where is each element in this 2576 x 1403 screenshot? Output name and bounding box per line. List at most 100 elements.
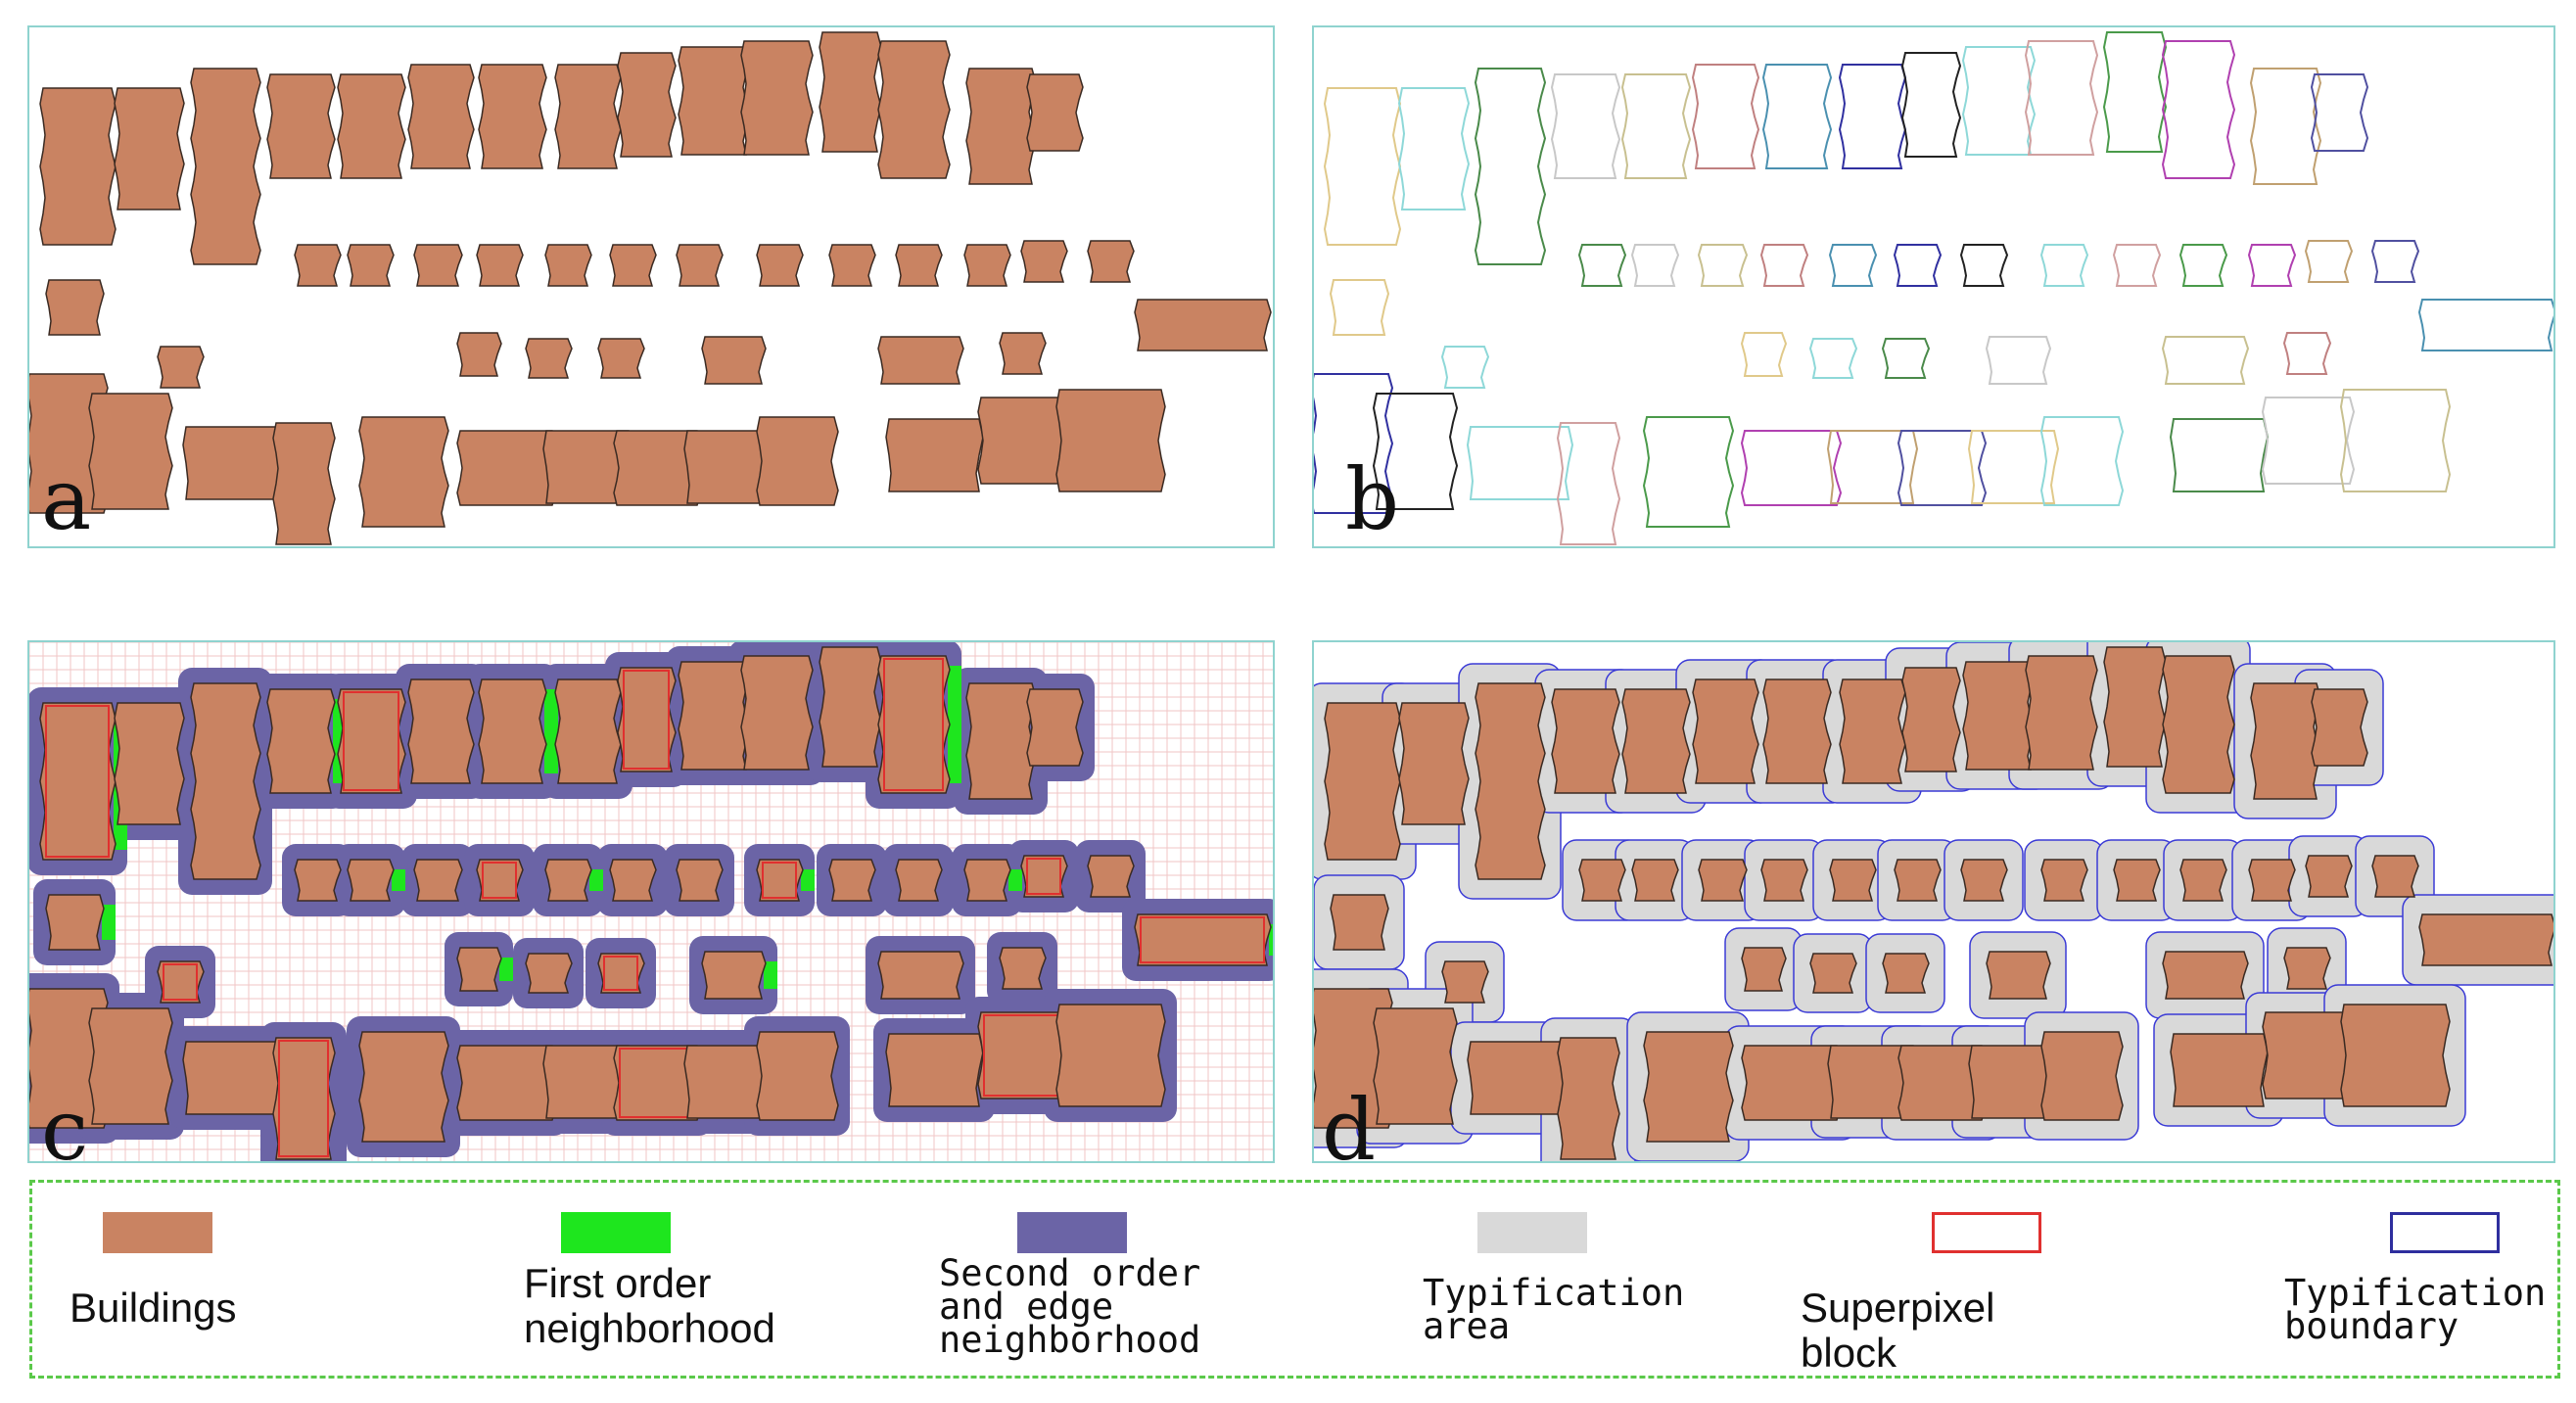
- panel-b: b: [1312, 25, 2555, 548]
- building: [2169, 418, 2270, 492]
- legend-swatch-typification-boundary: [2390, 1212, 2500, 1253]
- first-order-neighborhood: [102, 905, 116, 940]
- building: [2025, 655, 2098, 771]
- building: [2103, 646, 2167, 768]
- building: [1026, 688, 1084, 767]
- building: [1741, 947, 1787, 992]
- building: [1087, 240, 1135, 283]
- building: [1893, 244, 1943, 287]
- legend-swatch-superpixel-block: [1932, 1212, 2041, 1253]
- building: [2248, 859, 2296, 902]
- building: [1740, 430, 1843, 506]
- building: [740, 655, 814, 771]
- building: [1643, 1031, 1734, 1143]
- building: [1475, 682, 1546, 880]
- building: [1323, 87, 1402, 246]
- legend-label-first-order: First order neighborhood: [524, 1260, 775, 1351]
- building: [819, 646, 882, 768]
- building: [1551, 688, 1620, 794]
- building: [701, 336, 767, 385]
- panel-a-label: a: [41, 451, 92, 548]
- typification-boundary: [1944, 839, 2024, 921]
- building: [407, 64, 475, 169]
- building: [157, 960, 205, 1004]
- building: [182, 1041, 289, 1115]
- building: [877, 336, 964, 385]
- superpixel-block: [343, 691, 399, 791]
- building: [45, 279, 105, 336]
- building: [2310, 73, 2369, 152]
- building: [478, 64, 547, 169]
- building: [1642, 416, 1735, 528]
- building: [413, 244, 463, 287]
- building: [597, 338, 645, 379]
- building: [478, 678, 547, 784]
- panel-a: a: [27, 25, 1275, 548]
- building: [1134, 913, 1272, 966]
- building: [617, 667, 677, 772]
- building: [525, 953, 573, 994]
- building: [114, 87, 185, 210]
- building: [1087, 855, 1135, 898]
- building: [88, 393, 173, 510]
- building: [1741, 1045, 1842, 1121]
- building: [1134, 299, 1272, 351]
- building: [1330, 894, 1389, 951]
- building: [2247, 244, 2297, 287]
- building: [2102, 31, 2168, 153]
- building: [756, 1031, 839, 1121]
- building: [1441, 960, 1489, 1004]
- building: [819, 31, 882, 153]
- building: [1839, 678, 1906, 784]
- building: [2112, 244, 2162, 287]
- first-order-neighborhood: [589, 869, 603, 891]
- building: [2262, 1011, 2355, 1099]
- building: [1762, 678, 1832, 784]
- first-order-neighborhood: [948, 666, 961, 783]
- building: [1621, 688, 1691, 794]
- building: [337, 73, 406, 179]
- building: [2340, 1004, 2451, 1107]
- building: [678, 661, 751, 771]
- building: [347, 859, 395, 902]
- building: [544, 859, 592, 902]
- superpixel-block: [163, 963, 198, 1001]
- building: [272, 1037, 336, 1160]
- building: [2039, 416, 2125, 506]
- building: [39, 87, 117, 246]
- building: [1440, 346, 1490, 389]
- building: [2370, 240, 2420, 283]
- first-order-neighborhood: [801, 869, 815, 891]
- building: [358, 416, 449, 528]
- building: [182, 426, 289, 500]
- building: [1372, 393, 1459, 510]
- building: [1760, 859, 1808, 902]
- building: [2371, 855, 2419, 898]
- building: [895, 859, 943, 902]
- building: [2339, 389, 2452, 492]
- building: [597, 953, 645, 994]
- superpixel-block: [278, 1040, 329, 1157]
- building: [2250, 682, 2321, 800]
- building: [1698, 859, 1748, 902]
- building: [1960, 859, 2008, 902]
- building: [2040, 859, 2088, 902]
- building: [1894, 859, 1942, 902]
- building: [999, 332, 1047, 375]
- building: [1620, 73, 1692, 179]
- legend-label-buildings: Buildings: [70, 1285, 237, 1331]
- building: [456, 332, 502, 377]
- building: [740, 40, 814, 156]
- building: [756, 416, 839, 506]
- building: [2161, 40, 2236, 179]
- building: [2249, 68, 2322, 185]
- building: [1838, 64, 1907, 169]
- panel-b-map: [1314, 31, 2553, 545]
- building: [963, 859, 1011, 902]
- building: [828, 244, 876, 287]
- building: [554, 678, 622, 784]
- building: [2039, 244, 2089, 287]
- building: [294, 244, 342, 287]
- building: [114, 702, 185, 825]
- building: [45, 894, 105, 951]
